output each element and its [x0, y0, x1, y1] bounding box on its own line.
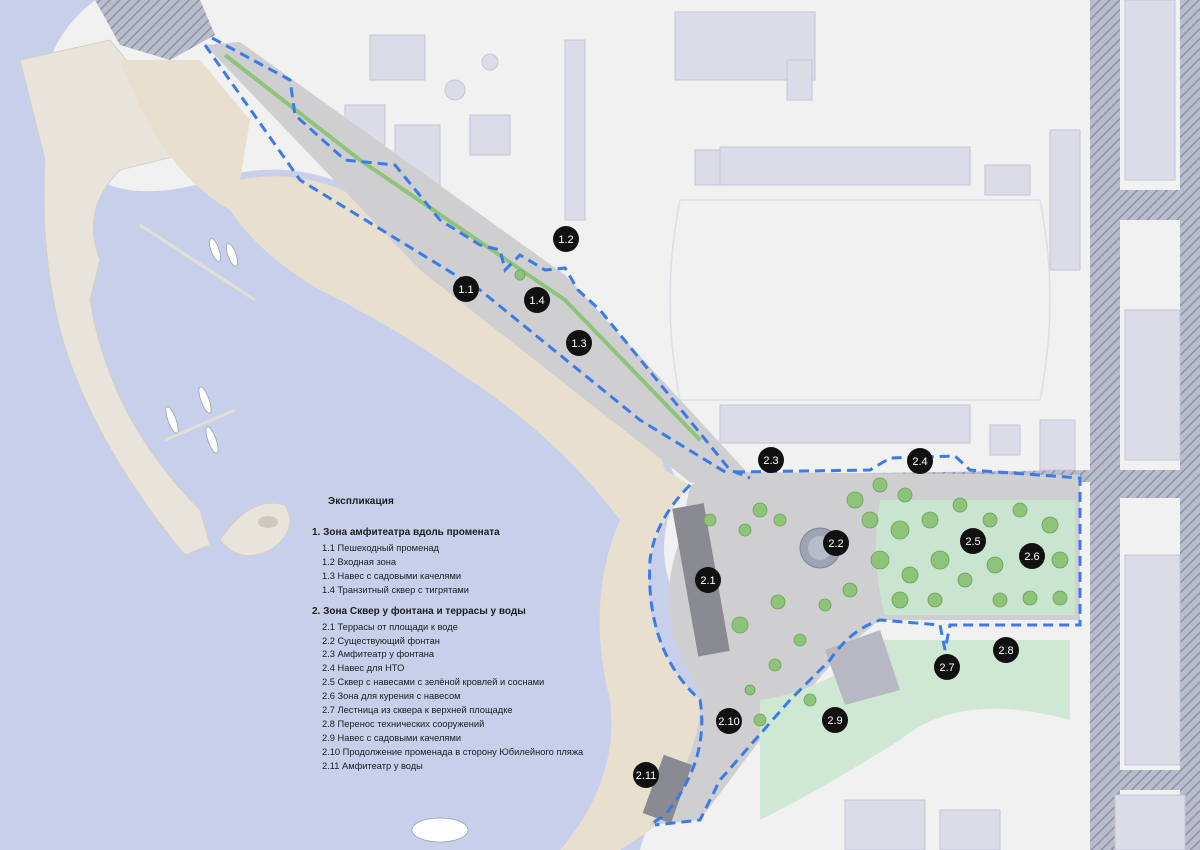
marker-2.10[interactable]: 2.10 — [716, 708, 742, 734]
buildings — [344, 0, 1186, 850]
legend-title: Экспликация — [328, 496, 394, 507]
legend-item: 2.6 Зона для курения с навесом — [322, 691, 461, 702]
park-greenery — [876, 500, 1075, 615]
svg-text:2.2: 2.2 — [828, 538, 843, 550]
marker-2.5[interactable]: 2.5 — [960, 528, 986, 554]
round-structure-1 — [444, 79, 466, 101]
svg-text:2.10: 2.10 — [718, 716, 739, 728]
svg-text:2.8: 2.8 — [998, 645, 1013, 657]
promenade-greenery — [223, 53, 702, 442]
svg-text:1.1: 1.1 — [458, 284, 473, 296]
svg-text:2.3: 2.3 — [763, 455, 778, 467]
legend-item: 2.4 Навес для НТО — [322, 663, 405, 674]
marker-1.4[interactable]: 1.4 — [524, 287, 550, 313]
amphitheatre-steps — [825, 630, 900, 705]
legend-item: 2.10 Продолжение променада в сторону Юби… — [322, 746, 584, 757]
legend-group-title: 1. Зона амфитеатра вдоль промената — [312, 527, 500, 538]
legend-item: 2.5 Сквер с навесами с зелёной кровлей и… — [322, 677, 545, 688]
svg-text:1.3: 1.3 — [571, 338, 586, 350]
pier-tip-mark — [258, 516, 278, 528]
legend-item: 2.11 Амфитеатр у воды — [322, 760, 423, 771]
legend-item: 2.8 Перенос технических сооружений — [322, 718, 485, 729]
marker-1.2[interactable]: 1.2 — [553, 226, 579, 252]
marker-2.8[interactable]: 2.8 — [993, 637, 1019, 663]
water-amphitheatre — [642, 754, 693, 824]
svg-text:2.5: 2.5 — [965, 536, 980, 548]
marker-1.3[interactable]: 1.3 — [566, 330, 592, 356]
trees — [514, 269, 1069, 727]
legend-group-1: 1. Зона амфитеатра вдоль промената 1.1 П… — [306, 527, 606, 598]
legend-item: 1.1 Пешеходный променад — [322, 543, 439, 553]
svg-text:2.11: 2.11 — [636, 770, 657, 782]
marina — [139, 223, 256, 442]
marker-2.4[interactable]: 2.4 — [907, 448, 933, 474]
svg-text:2.4: 2.4 — [912, 456, 927, 468]
svg-text:2.7: 2.7 — [939, 662, 954, 674]
legend-group-2: 2. Зона Сквер у фонтана и террасы у воды… — [306, 606, 606, 774]
marker-2.2[interactable]: 2.2 — [823, 530, 849, 556]
marker-2.6[interactable]: 2.6 — [1019, 543, 1045, 569]
svg-text:2.1: 2.1 — [700, 575, 715, 587]
lower-greenery — [760, 640, 1070, 820]
marker-2.1[interactable]: 2.1 — [695, 567, 721, 593]
water-left — [0, 120, 250, 850]
legend-item: 2.3 Амфитеатр у фонтана — [322, 649, 435, 660]
marker-2.7[interactable]: 2.7 — [934, 654, 960, 680]
legend-item: 1.2 Входная зона — [322, 556, 397, 567]
legend-item: 1.4 Транзитный сквер с тигрятами — [322, 584, 470, 595]
legend: Экспликация 1. Зона амфитеатра вдоль про… — [306, 496, 606, 782]
legend-item: 2.2 Существующий фонтан — [322, 635, 440, 646]
boats — [165, 238, 469, 843]
svg-text:2.9: 2.9 — [827, 715, 842, 727]
legend-item: 2.1 Террасы от площади к воде — [322, 621, 458, 632]
marker-2.9[interactable]: 2.9 — [822, 707, 848, 733]
pier — [19, 39, 211, 556]
project-boundary — [203, 36, 1082, 827]
marker-1.1[interactable]: 1.1 — [453, 276, 479, 302]
legend-item: 2.7 Лестница из сквера к верхней площадк… — [322, 705, 513, 716]
marker-2.11[interactable]: 2.11 — [633, 762, 659, 788]
marker-2.3[interactable]: 2.3 — [758, 447, 784, 473]
svg-text:1.4: 1.4 — [529, 295, 544, 307]
svg-text:2.6: 2.6 — [1024, 551, 1039, 563]
legend-group-title: 2. Зона Сквер у фонтана и террасы у воды — [312, 605, 526, 617]
legend-item: 1.3 Навес с садовыми качелями — [322, 570, 462, 581]
svg-text:1.2: 1.2 — [558, 234, 573, 246]
legend-item: 2.9 Навес с садовыми качелями — [322, 732, 462, 743]
pier-tip — [219, 502, 291, 557]
stadium — [669, 199, 1051, 401]
round-structure-2 — [481, 53, 499, 71]
